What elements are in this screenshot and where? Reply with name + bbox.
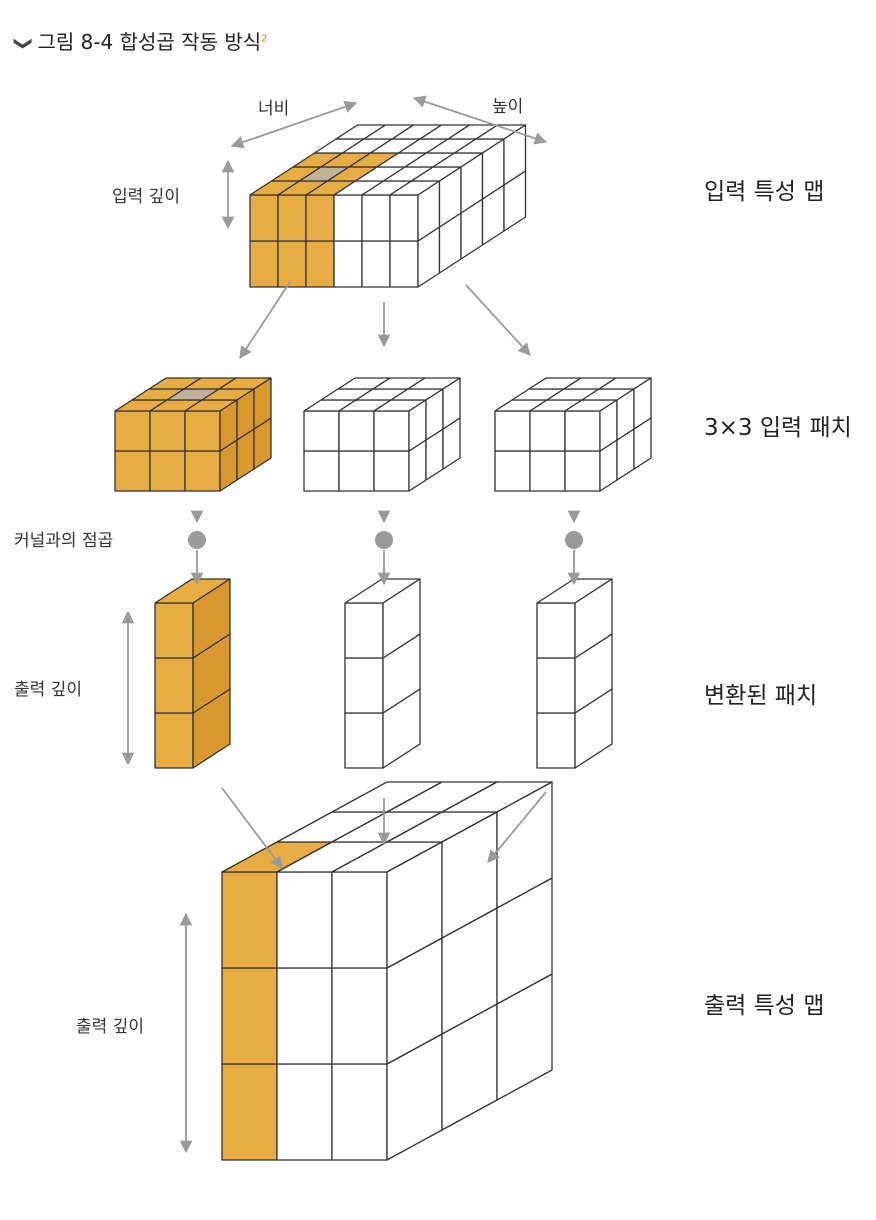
input-feature-map-front-cell (389, 194, 419, 242)
input-feature-map-front-cell (305, 194, 335, 242)
input-feature-map-label: 입력 특성 맵 (704, 179, 825, 205)
input-feature-map-front-cell (361, 240, 391, 288)
input-depth-label: 입력 깊이 (112, 187, 180, 207)
width-label: 너비 (258, 99, 290, 119)
input-patch-2-side-cell (442, 377, 461, 430)
output-feature-map-front-cell (276, 967, 333, 1065)
input-feature-map-front-cell (333, 240, 363, 288)
input-patch-2-front-cell (338, 450, 375, 492)
input-feature-map (249, 124, 527, 288)
input-feature-map-front-cell (277, 194, 307, 242)
transformed-patches-label: 변환된 패치 (704, 683, 818, 709)
output-feature-map-front-cell (221, 967, 278, 1065)
input-patches-label: 3×3 입력 패치 (704, 415, 852, 441)
input-patch-1-side-cell (253, 377, 272, 430)
transformed-patch-1 (154, 578, 231, 769)
input-patch-2 (303, 377, 461, 492)
transformed-patch-3-front-cell (536, 657, 576, 714)
input-patch-1-front-cell (184, 450, 221, 492)
input-patch-1-front-cell (114, 410, 151, 452)
transformed-patch-2-side-cell (382, 578, 421, 659)
width-arrow (230, 100, 358, 149)
dot-product-marker-1 (188, 531, 206, 549)
transformed-patch-3-front-cell (536, 712, 576, 769)
input-patch-2-front-cell (338, 410, 375, 452)
transformed-patch-2-front-cell (344, 602, 384, 659)
footnote-mark: 2 (261, 33, 268, 45)
height-arrow (412, 95, 548, 145)
input-patch-2-front-cell (373, 450, 410, 492)
output-feature-map-front-cell (276, 1063, 333, 1161)
input-patch-3-front-cell (494, 410, 531, 452)
transformed-patch-3-front-cell (536, 602, 576, 659)
transformed-patch-3 (536, 578, 613, 769)
input-patch-1-front-cell (114, 450, 151, 492)
transformed-patch-1-front-cell (154, 602, 194, 659)
input-patch-3-front-cell (494, 450, 531, 492)
column-3-to-output-arrow (487, 791, 547, 863)
output-feature-map-front-cell (221, 871, 278, 969)
input-patch-3-side-cell (633, 377, 652, 430)
input-patch-3-front-cell (564, 410, 601, 452)
transformed-patch-1-front-cell (154, 712, 194, 769)
dot-product-label: 커널과의 점곱 (14, 531, 114, 551)
column-1-to-output-arrow (221, 787, 283, 870)
input-patch-3-front-cell (564, 450, 601, 492)
output-feature-map-front-cell (276, 871, 333, 969)
output-feature-map-side-cell (496, 781, 553, 909)
input-patch-1-front-cell (184, 410, 221, 452)
input-patch-1-front-cell (149, 410, 186, 452)
input-feature-map-front-cell (277, 240, 307, 288)
transformed-patch-1-front-cell (154, 657, 194, 714)
input-to-patch-1-arrow (239, 281, 291, 360)
chevron-down-icon: ❯ (13, 35, 35, 52)
output-feature-map-front-cell (221, 1063, 278, 1161)
output-depth-label-2: 출력 깊이 (76, 1017, 144, 1037)
output-feature-map-front-cell (331, 1063, 388, 1161)
dot-product-marker-3 (565, 531, 583, 549)
input-patch-3-front-cell (529, 410, 566, 452)
dot-product-marker-2 (375, 531, 393, 549)
input-patch-2-front-cell (303, 410, 340, 452)
caption-text: 그림 8-4 합성곱 작동 방식 (37, 30, 262, 54)
input-feature-map-front-cell (249, 194, 279, 242)
input-patch-2-front-cell (373, 410, 410, 452)
input-feature-map-front-cell (305, 240, 335, 288)
input-patch-3 (494, 377, 652, 492)
output-feature-map-label: 출력 특성 맵 (704, 993, 825, 1019)
output-feature-map-front-cell (331, 871, 388, 969)
transformed-patch-1-side-cell (192, 578, 231, 659)
input-to-patch-3-arrow (465, 284, 531, 356)
figure-caption: ❯ 그림 8-4 합성곱 작동 방식2 (13, 26, 268, 55)
output-feature-map-front-cell (331, 967, 388, 1065)
input-patch-2-front-cell (303, 450, 340, 492)
input-patch-1-front-cell (149, 450, 186, 492)
input-feature-map-front-cell (249, 240, 279, 288)
input-patch-1 (114, 377, 272, 492)
input-feature-map-front-cell (389, 240, 419, 288)
transformed-patch-2 (344, 578, 421, 769)
input-feature-map-front-cell (361, 194, 391, 242)
input-patch-3-front-cell (529, 450, 566, 492)
transformed-patch-2-front-cell (344, 657, 384, 714)
transformed-patch-2-front-cell (344, 712, 384, 769)
input-feature-map-front-cell (333, 194, 363, 242)
transformed-patch-3-side-cell (574, 578, 613, 659)
output-depth-label-1: 출력 깊이 (14, 680, 82, 700)
output-feature-map (221, 781, 553, 1161)
height-label: 높이 (492, 97, 524, 117)
